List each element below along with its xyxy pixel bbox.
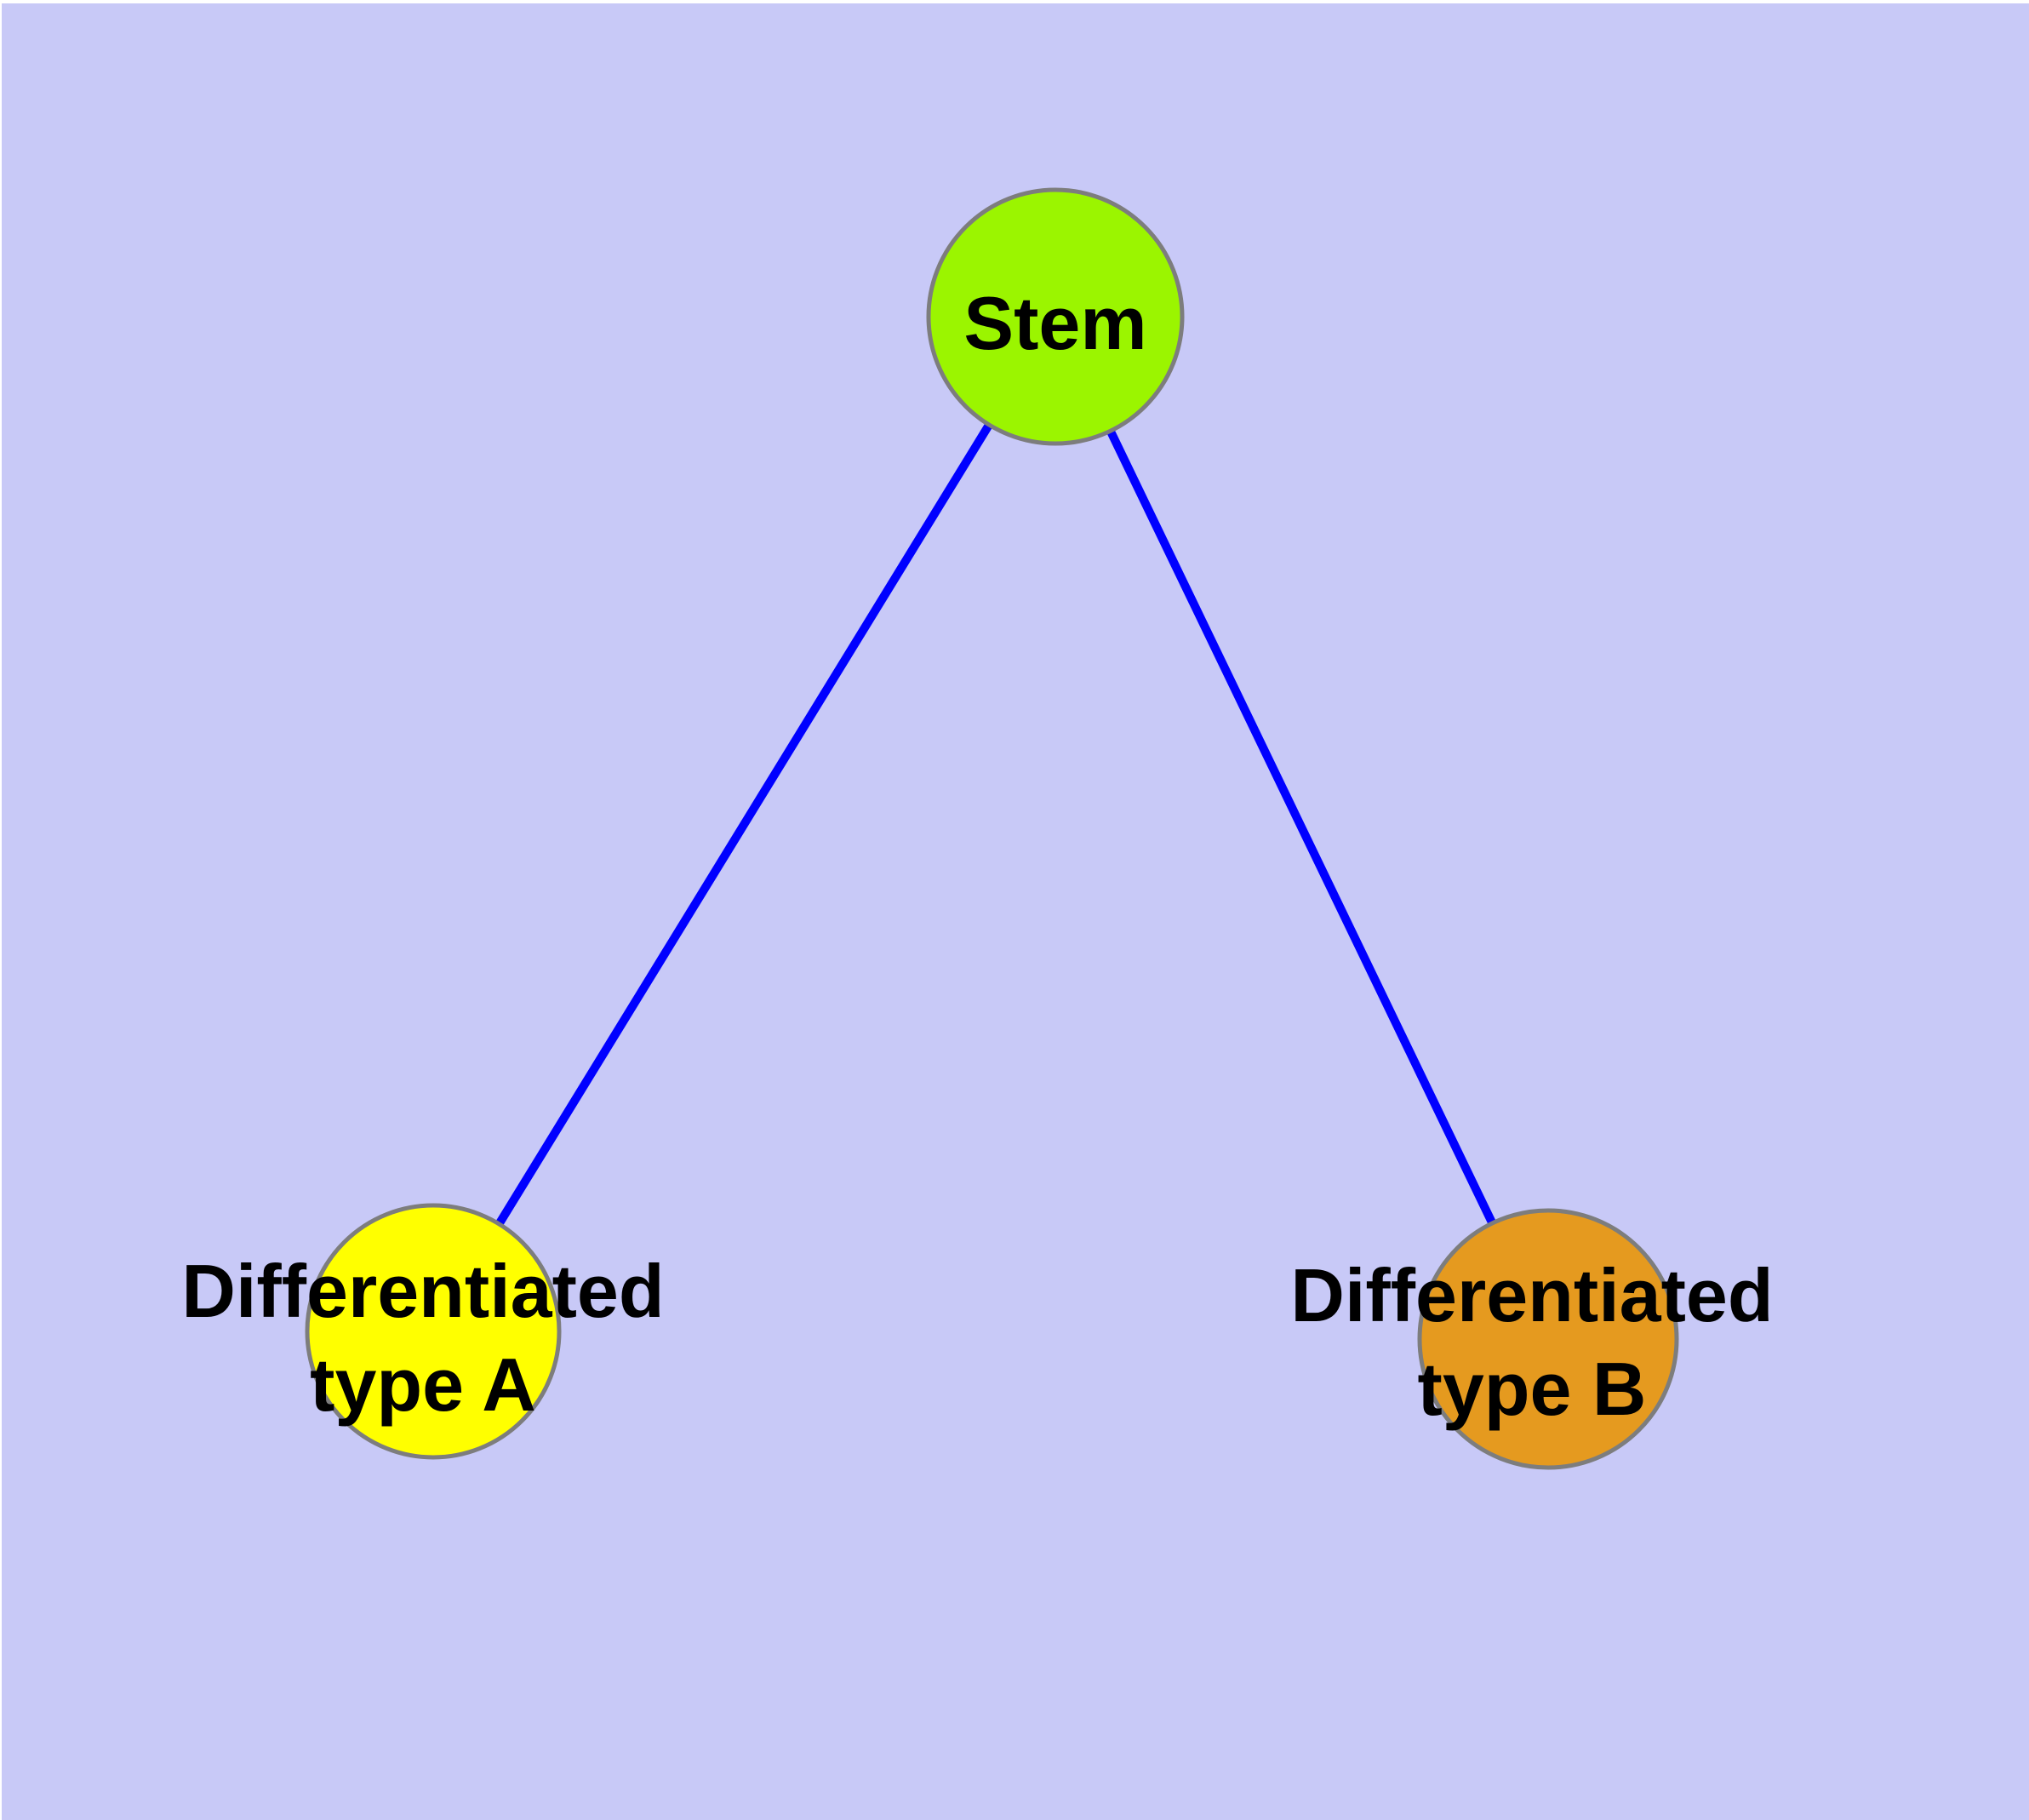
type-b-node-circle bbox=[1417, 1208, 1679, 1470]
stem-node-label: Stem bbox=[963, 281, 1146, 365]
edge-stem-to-type-a bbox=[429, 314, 1060, 1334]
edge-stem-to-type-b bbox=[1051, 314, 1552, 1342]
type-a-node-circle bbox=[305, 1203, 562, 1460]
stem-node-circle bbox=[926, 187, 1185, 446]
type-b-node-label-line2: type B bbox=[1418, 1347, 1647, 1431]
type-a-node-label-line1: Differentiated bbox=[181, 1249, 664, 1333]
type-a-node-label-line2: type A bbox=[310, 1342, 536, 1427]
type-b-node-label-line1: Differentiated bbox=[1290, 1253, 1773, 1337]
